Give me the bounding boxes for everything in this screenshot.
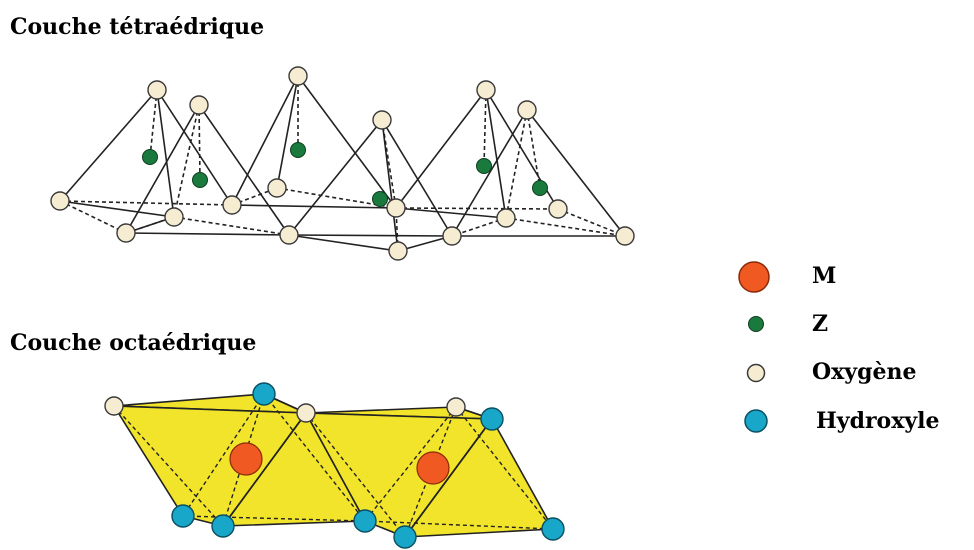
tetrahedral-oxygen-atoms — [50, 66, 635, 261]
legend-hydroxyl-symbol — [744, 409, 768, 433]
octahedral-faces — [113, 393, 554, 538]
legend-z-symbol — [748, 316, 764, 332]
legend-oxygen-symbol — [746, 363, 766, 383]
tetrahedral-hidden-edges — [59, 76, 626, 252]
tetrahedral-solid-edges — [59, 75, 626, 252]
octahedral-hidden-edges — [113, 393, 554, 538]
octahedral-layer — [104, 382, 565, 549]
legend-oxygen-label: Oxygène — [812, 359, 917, 385]
legend-hydroxyl-label: Hydroxyle — [816, 408, 940, 434]
tetrahedral-z-atoms — [142, 142, 548, 207]
tetrahedral-layer — [50, 66, 635, 261]
octahedral-oxygen-atoms — [104, 396, 466, 423]
legend-z-label: Z — [812, 311, 829, 337]
octahedral-m-atoms — [229, 442, 450, 485]
tetrahedral-layer-title: Couche tétraédrique — [10, 14, 265, 40]
octahedral-layer-title: Couche octaédrique — [10, 330, 257, 356]
legend-m-label: M — [812, 263, 837, 289]
legend — [738, 261, 770, 433]
octahedral-hydroxyl-atoms — [171, 382, 565, 549]
legend-m-symbol — [738, 261, 770, 293]
